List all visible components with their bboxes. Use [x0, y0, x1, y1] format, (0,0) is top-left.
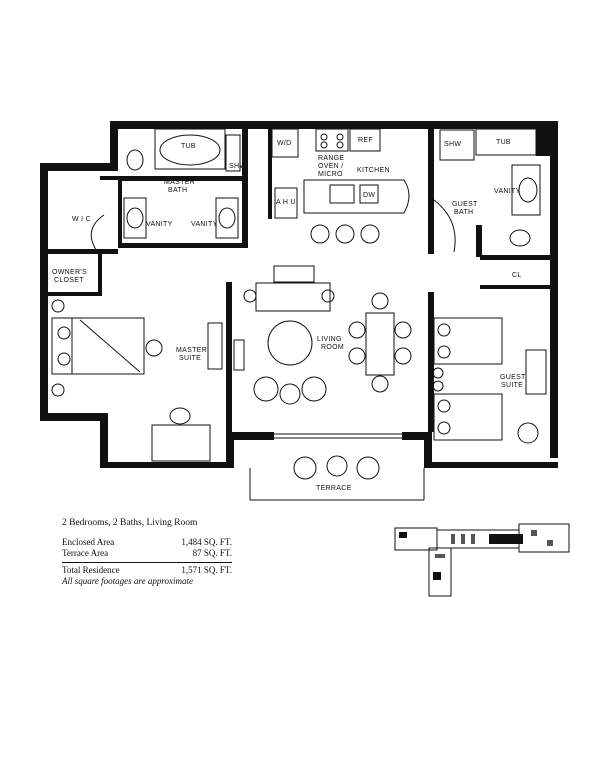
floor-plan: TUB W/D RANGE OVEN / MICRO REF KITCHEN S…: [40, 121, 558, 501]
windows: [150, 433, 540, 501]
enclosed-area-value: 1,484 SQ. FT.: [181, 537, 232, 547]
label-owners-closet-2: CLOSET: [54, 277, 84, 284]
guest-bath-fixtures: [433, 128, 541, 253]
unit-headline: 2 Bedrooms, 2 Baths, Living Room: [62, 518, 198, 528]
living-furniture: [233, 265, 412, 405]
total-residence-row: Total Residence 1,571 SQ. FT.: [62, 565, 232, 576]
label-master-bath-1: MASTER: [164, 179, 195, 186]
area-summary: 2 Bedrooms, 2 Baths, Living Room Enclose…: [62, 518, 232, 587]
total-residence-value: 1,571 SQ. FT.: [181, 565, 232, 575]
label-terrace: TERRACE: [316, 485, 352, 492]
terrace-area-label: Terrace Area: [62, 548, 109, 558]
master-bath-fixtures: [90, 128, 241, 254]
label-wd: W/D: [277, 140, 292, 147]
kitchen-fixtures: [271, 128, 410, 244]
terrace-furniture: [293, 455, 380, 480]
label-dw: DW: [363, 192, 375, 199]
label-ref: REF: [358, 137, 373, 144]
approximate-note: All square footages are approximate: [62, 576, 193, 586]
label-tub: TUB: [181, 143, 196, 150]
label-master-suite-1: MASTER: [176, 347, 207, 354]
label-owners-closet-1: OWNER'S: [52, 269, 87, 276]
label-living-1: LIVING: [317, 336, 342, 343]
label-master-bath-2: BATH: [168, 187, 187, 194]
interior-walls: [48, 129, 550, 432]
total-residence-label: Total Residence: [62, 565, 120, 575]
enclosed-area-row: Enclosed Area 1,484 SQ. FT.: [62, 537, 232, 548]
room-labels: TUB W/D RANGE OVEN / MICRO REF KITCHEN S…: [52, 137, 526, 492]
label-guest-bath-1: GUEST: [452, 201, 478, 208]
label-guest-suite-1: GUEST: [500, 374, 526, 381]
terrace-area-row: Terrace Area 87 SQ. FT.: [62, 548, 232, 559]
label-ahu: A H U: [276, 199, 296, 206]
summary-divider: [62, 562, 232, 563]
label-kitchen: KITCHEN: [357, 167, 390, 174]
label-guest-bath-2: BATH: [454, 209, 473, 216]
label-micro: MICRO: [318, 171, 343, 178]
key-plan: [394, 523, 570, 597]
label-guest-suite-2: SUITE: [501, 382, 523, 389]
label-shw: SHW: [229, 163, 246, 170]
label-master-suite-2: SUITE: [179, 355, 201, 362]
label-range: RANGE: [318, 155, 344, 162]
label-cl: CL: [512, 272, 522, 279]
guest-suite-furniture: [432, 317, 547, 444]
label-guest-tub: TUB: [496, 139, 511, 146]
label-oven: OVEN /: [318, 163, 344, 170]
label-living-2: ROOM: [321, 344, 344, 351]
enclosed-area-label: Enclosed Area: [62, 537, 115, 547]
label-guest-vanity: VANITY: [494, 188, 521, 195]
label-vanity-right: VANITY: [191, 221, 218, 228]
label-vanity-left: VANITY: [146, 221, 173, 228]
master-suite-furniture: [51, 299, 223, 462]
exterior-walls: [40, 121, 558, 468]
label-guest-shw: SHW: [444, 141, 461, 148]
label-wic: W I C: [72, 216, 91, 223]
terrace-area-value: 87 SQ. FT.: [192, 548, 232, 558]
